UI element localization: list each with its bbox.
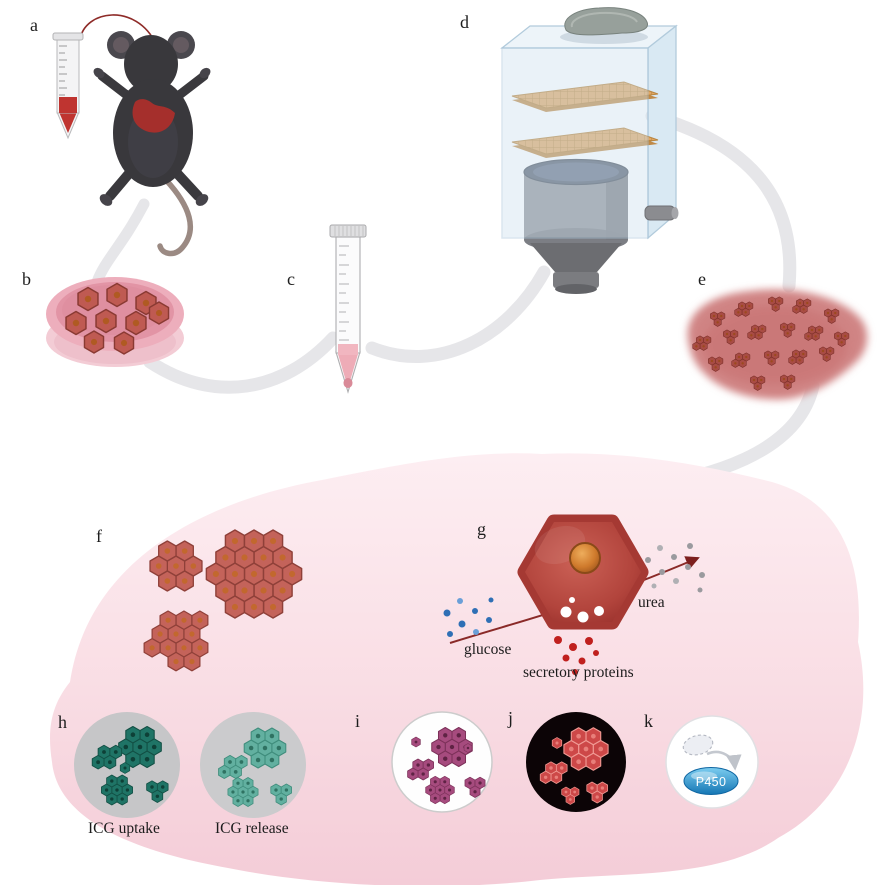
panel-label-c: c: [287, 269, 295, 289]
beaker-shade: [606, 172, 628, 240]
liver-with-organoids: [687, 289, 868, 400]
chamber-lid: [564, 7, 649, 36]
mesh-plate-1: [511, 81, 659, 109]
mouse-illustration: [79, 14, 211, 257]
flow-arrow-c-d: [365, 265, 551, 363]
blood-in-tip: [59, 112, 77, 133]
blood-level: [59, 97, 77, 113]
p450-text: P450: [695, 775, 727, 789]
icg-release-dish: [200, 712, 306, 818]
panel-label-b: b: [22, 269, 31, 289]
flow-arrow-b-c: [143, 331, 340, 394]
mouse-inner-ear-right: [173, 37, 189, 53]
p450-badge-highlight: [691, 771, 717, 781]
flow-arrow-d-e: [645, 109, 797, 293]
p450-assay-dish: [665, 715, 759, 809]
mouse-arm-right: [173, 71, 209, 101]
cap-ridges: [334, 226, 364, 236]
urea-dots: [645, 543, 705, 593]
icg-uptake-label: ICG uptake: [88, 820, 160, 837]
panel-label-g: g: [477, 519, 486, 539]
tube-graduations: [59, 45, 67, 96]
flow-arrows: [91, 109, 820, 497]
glucose-label: glucose: [464, 641, 512, 658]
mouse-arm-left: [97, 71, 133, 101]
media-surface-inner: [533, 162, 619, 182]
urea-label: urea: [638, 594, 665, 611]
mouse-hand-right: [199, 67, 211, 79]
outlet-neck: [553, 272, 599, 288]
bioreactor-device: [500, 7, 679, 294]
mouse-tail: [157, 177, 193, 257]
mouse-head: [124, 35, 178, 93]
flow-arrow-a-b: [91, 198, 150, 288]
secretory-proteins-label: secretory proteins: [523, 664, 634, 681]
fluorescence-organoids-dish: [526, 712, 626, 812]
tube-rim: [52, 32, 84, 41]
secretory-vesicles: [560, 597, 604, 623]
cell-pellet: [343, 378, 353, 388]
panel-label-j: j: [508, 708, 514, 728]
panel-label-e: e: [698, 269, 706, 289]
panel-label-d: d: [460, 12, 469, 32]
icg-release-label: ICG release: [215, 820, 289, 837]
tube-c-body: [335, 236, 361, 354]
lid-highlight: [570, 11, 638, 28]
centrifuge-tube: [329, 224, 367, 394]
icg-uptake-dish: [74, 712, 180, 818]
panel-label-i: i: [355, 711, 361, 731]
catheter-line: [79, 14, 157, 45]
tube-c-liquid-tip: [338, 354, 358, 388]
petri-dish: [46, 277, 184, 367]
mouse-inner-ear-left: [113, 37, 129, 53]
mouse-foot-right: [195, 194, 209, 206]
side-port: [644, 205, 676, 221]
p450-badge: [683, 767, 739, 795]
panel-label-h: h: [58, 712, 67, 732]
panel-label-k: k: [644, 711, 653, 731]
outlet-funnel: [530, 243, 622, 272]
panel-label-a: a: [30, 15, 38, 35]
outlet-mouth: [555, 284, 597, 294]
secretory-protein-dots: [554, 636, 599, 675]
mouse-hand-left: [93, 67, 105, 79]
panel-label-f: f: [96, 526, 102, 546]
brightfield-organoids-dish: [391, 711, 493, 813]
side-port-mouth: [671, 207, 679, 219]
tube-c-graduations: [339, 245, 349, 341]
collection-tube: [52, 32, 84, 140]
chamber-front-face: [501, 47, 649, 239]
p450-arrow: [706, 750, 742, 771]
tube-c-liquid: [338, 344, 358, 355]
glucose-dots: [443, 597, 494, 637]
hepatocyte-function: [443, 514, 705, 675]
mouse-liver: [132, 99, 175, 133]
mouse-foot-left: [99, 194, 113, 206]
cell-nucleus: [569, 542, 601, 574]
culture-dish-icon: [682, 734, 714, 756]
mesh-plate-2: [511, 127, 659, 155]
